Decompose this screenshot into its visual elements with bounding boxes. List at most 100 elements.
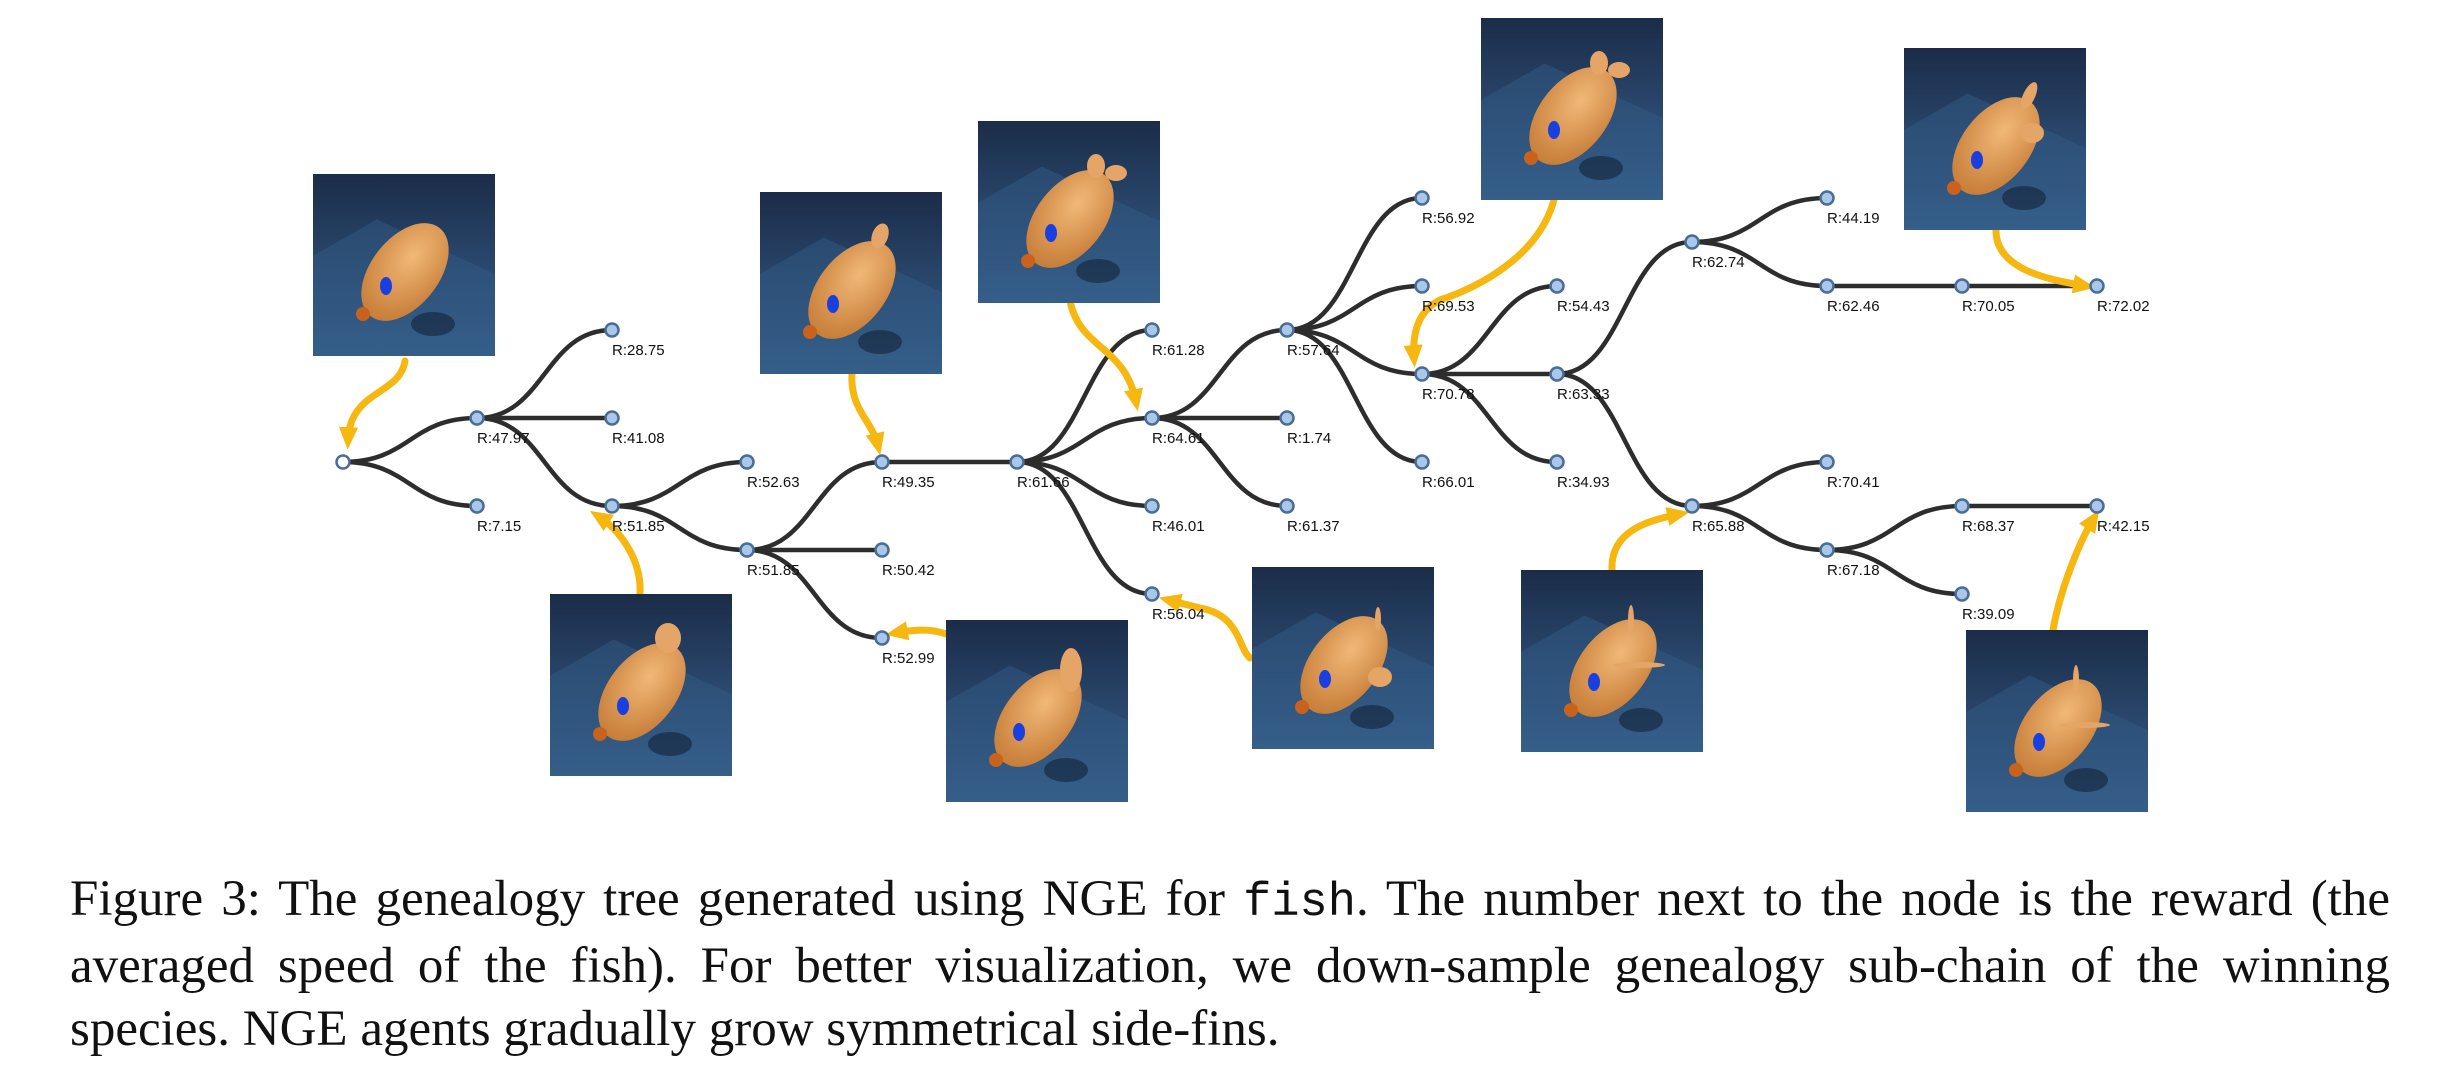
fish-thumbnails [313,18,2148,812]
tree-edge [1689,503,1830,553]
arrow-head [2071,274,2096,294]
fish-mouth [2009,763,2023,777]
fish-thumbnail [550,594,732,776]
fish-thumbnail [1521,570,1703,752]
reward-label: R:68.37 [1962,518,2015,535]
tree-node [1144,410,1160,426]
fish-eye [1548,121,1560,139]
reward-label: R:61.37 [1287,518,1340,535]
fish-fin [2020,123,2044,143]
reward-label: R:70.78 [1422,386,1475,403]
tree-edge [1554,239,1695,377]
reward-label: R:49.35 [882,474,935,491]
caption-suffix: . The number next to the node is the rew… [70,871,2390,1057]
fish-mouth [1021,254,1035,268]
reward-label: R:61.66 [1017,474,1070,491]
tree-edge [1014,415,1155,465]
reward-label: R:69.53 [1422,298,1475,315]
fish-fin [2058,722,2110,728]
fish-body [598,643,686,741]
arrow-head [589,510,614,531]
fish-fin [1590,51,1608,75]
fish-shadow [2064,768,2108,792]
arrow-head [1403,344,1423,368]
tree-node [604,498,620,514]
fish-thumbnail [1904,48,2086,230]
reward-label: R:44.19 [1827,210,1880,227]
fish-shadow [2002,186,2046,210]
fish-fin [1105,165,1127,181]
reward-label: R:1.74 [1287,430,1331,447]
fish-body [1529,67,1617,165]
fish-shadow [1076,259,1120,283]
fish-fin [1375,607,1381,631]
tree-edge [609,503,750,553]
fish-thumbnail [313,174,495,356]
reward-label: R:41.08 [612,430,665,447]
fish-thumbnail [760,192,942,374]
caption-prefix: Figure 3: The genealogy tree generated u… [70,871,1244,927]
reward-label: R:39.09 [1962,606,2015,623]
reward-label: R:56.04 [1152,606,1205,623]
tree-node [1279,498,1295,514]
fish-shadow [1350,705,1394,729]
tree-node [1954,278,1970,294]
tree-node [1414,278,1430,294]
fish-shadow [1044,758,1088,782]
fish-fin [1087,154,1105,178]
tree-node [1549,454,1565,470]
reward-label: R:42.15 [2097,518,2150,535]
tree-node [1819,190,1835,206]
arrow-head [1665,507,1690,526]
reward-label: R:70.41 [1827,474,1880,491]
tree-edge [1419,283,1560,377]
tree-node [604,410,620,426]
fish-thumbnail [1481,18,1663,200]
fish-fin [1060,648,1082,692]
fish-eye [617,697,629,715]
reward-label: R:28.75 [612,342,665,359]
reward-label: R:46.01 [1152,518,1205,535]
fish-eye [1319,670,1331,688]
fish-eye [1013,723,1025,741]
tree-node [1954,586,1970,602]
fish-mouth [1564,703,1578,717]
tree-edge [340,459,480,509]
arrow-head [1124,387,1143,412]
highlight-arrow [344,357,409,444]
fish-mouth [1524,151,1538,165]
tree-edge [744,459,885,553]
fish-mouth [1295,700,1309,714]
highlight-arrow [1410,192,1559,362]
fish-eye [1971,151,1983,169]
tree-node [469,498,485,514]
reward-label: R:7.15 [477,518,521,535]
tree-node [1684,234,1700,250]
reward-label: R:67.18 [1827,562,1880,579]
tree-node [1414,454,1430,470]
tree-node [739,454,755,470]
fish-mouth [989,753,1003,767]
highlight-arrow [1066,297,1140,406]
tree-edge [609,459,750,509]
tree-edge [1824,547,1965,597]
tree-node [1144,322,1160,338]
tree-node [1549,278,1565,294]
fish-body [1952,97,2040,195]
tree-node [1009,454,1025,470]
fish-mouth [593,727,607,741]
tree-edge [340,415,480,465]
arrow-head [338,426,359,450]
tree-edge [1284,327,1425,465]
tree-edge [1284,195,1425,333]
genealogy-tree-svg: R:47.97R:7.15R:28.75R:41.08R:51.85R:52.6… [313,18,2150,812]
highlight-arrow [2049,514,2098,634]
highlight-arrow [1164,596,1254,662]
tree-node [1684,498,1700,514]
fish-eye [1045,224,1057,242]
fish-mouth [356,307,370,321]
fish-thumbnail [946,620,1128,802]
tree-edge [1824,503,1965,553]
reward-label: R:56.92 [1422,210,1475,227]
